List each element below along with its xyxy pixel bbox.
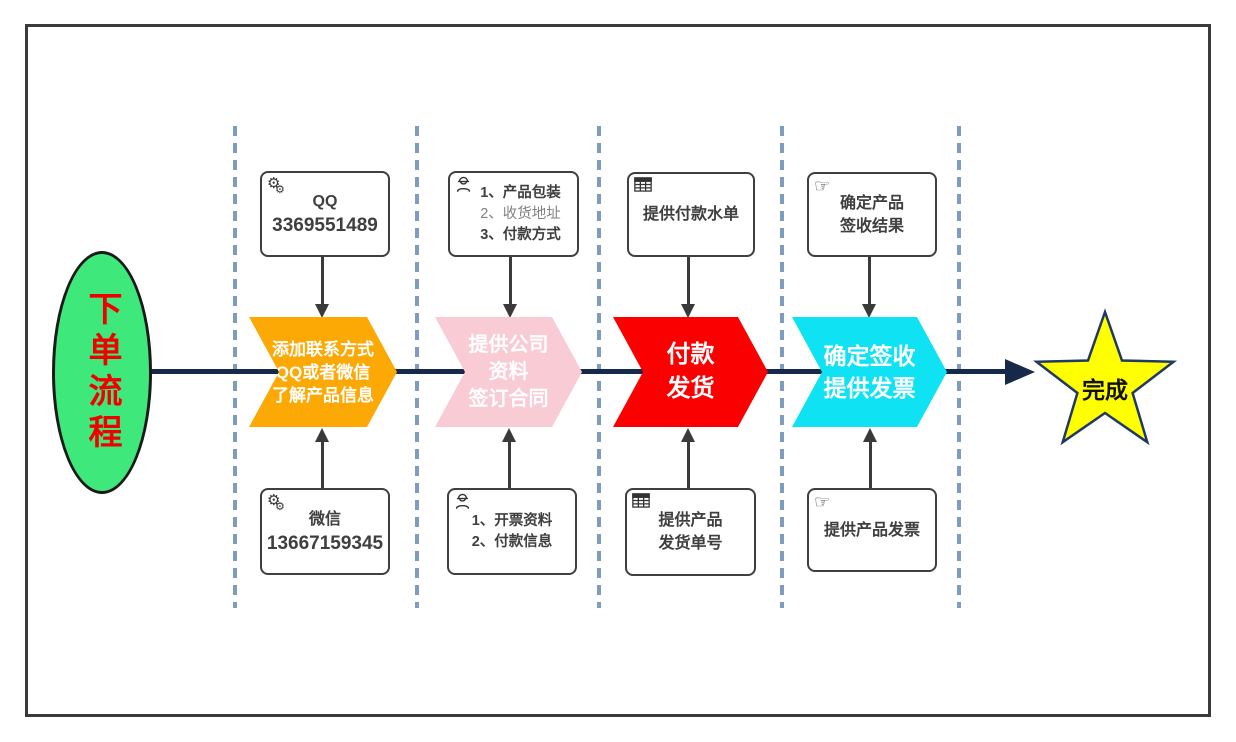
note-confirm-receipt: ☞ 确定产品 签收结果	[807, 172, 937, 257]
note-invoice-info: 1、开票资料 2、付款信息	[447, 488, 577, 575]
note-line: 13667159345	[266, 532, 384, 554]
note-order-details: 1、产品包装 2、收货地址 3、付款方式	[448, 171, 579, 257]
start-node-label: 下单流程	[83, 290, 121, 455]
chevron-line: 付款	[666, 341, 715, 368]
arrow-up-icon	[863, 428, 877, 442]
note-line: 3369551489	[272, 215, 378, 236]
note-line: 签收结果	[839, 217, 904, 235]
section-divider	[780, 126, 784, 608]
step-chevron-add-contact: 添加联系方式 QQ或者微信 了解产品信息	[249, 317, 397, 427]
gear-icon: ⚙⚙	[267, 175, 285, 196]
connector-line	[868, 253, 871, 306]
note-line: 1、开票资料	[471, 512, 553, 529]
chevron-line: 确定签收	[823, 343, 916, 369]
note-line: 微信	[308, 510, 341, 528]
connector-line	[687, 440, 690, 488]
note-line: 发货单号	[658, 535, 723, 552]
main-flow-arrowhead-icon	[1005, 359, 1035, 385]
section-divider	[415, 126, 419, 608]
chevron-line: 了解产品信息	[272, 385, 374, 405]
gear-icon: ⚙	[275, 184, 285, 196]
note-line: 提供产品发票	[823, 521, 920, 539]
chevron-line: 提供发票	[823, 375, 916, 401]
note-line: 确定产品	[839, 194, 904, 212]
note-line: 3、付款方式	[480, 226, 561, 243]
connector-line	[321, 253, 324, 306]
note-line: 1、产品包装	[480, 184, 561, 201]
star-icon	[1032, 308, 1178, 446]
note-line: 提供产品	[658, 512, 723, 529]
person-icon	[455, 176, 472, 198]
note-line: 2、收货地址	[480, 205, 561, 222]
pointing-hand-icon: ☞	[814, 492, 831, 512]
chevron-line: 签订合同	[468, 387, 549, 410]
connector-line	[869, 440, 872, 488]
arrow-down-icon	[862, 304, 876, 318]
start-node: 下单流程	[52, 251, 152, 494]
arrow-down-icon	[681, 304, 695, 318]
end-node-label: 完成	[1082, 377, 1128, 403]
chevron-line: 资料	[488, 360, 529, 383]
note-payment-slip: 提供付款水单	[627, 172, 755, 257]
section-divider	[957, 126, 961, 608]
gear-icon: ⚙⚙	[267, 492, 285, 513]
note-line: 提供付款水单	[642, 206, 739, 223]
arrow-down-icon	[503, 304, 517, 318]
note-line: 2、付款信息	[471, 533, 553, 550]
person-icon	[454, 493, 471, 515]
note-product-invoice: ☞ 提供产品发票	[807, 488, 937, 572]
arrow-down-icon	[315, 304, 329, 318]
chevron-line: QQ或者微信	[275, 362, 371, 382]
arrow-up-icon	[681, 428, 695, 442]
note-line: QQ	[312, 193, 338, 210]
arrow-up-icon	[315, 428, 329, 442]
pointing-hand-icon: ☞	[814, 176, 831, 196]
note-wechat: ⚙⚙ 微信 13667159345	[260, 488, 390, 575]
gear-icon: ⚙	[275, 501, 285, 513]
connector-line	[508, 440, 511, 488]
section-divider	[597, 126, 601, 608]
connector-line	[687, 253, 690, 306]
end-node: 完成	[1030, 306, 1180, 456]
chevron-line: 提供公司	[468, 333, 549, 356]
connector-line	[321, 440, 324, 488]
chevron-line: 发货	[666, 375, 715, 402]
connector-line	[509, 253, 512, 306]
table-icon	[634, 177, 652, 197]
table-icon	[632, 493, 650, 513]
section-divider	[233, 126, 237, 608]
arrow-up-icon	[502, 428, 516, 442]
note-shipping-number: 提供产品 发货单号	[625, 488, 756, 576]
note-qq: ⚙⚙ QQ 3369551489	[260, 171, 390, 257]
chevron-line: 添加联系方式	[272, 339, 374, 359]
